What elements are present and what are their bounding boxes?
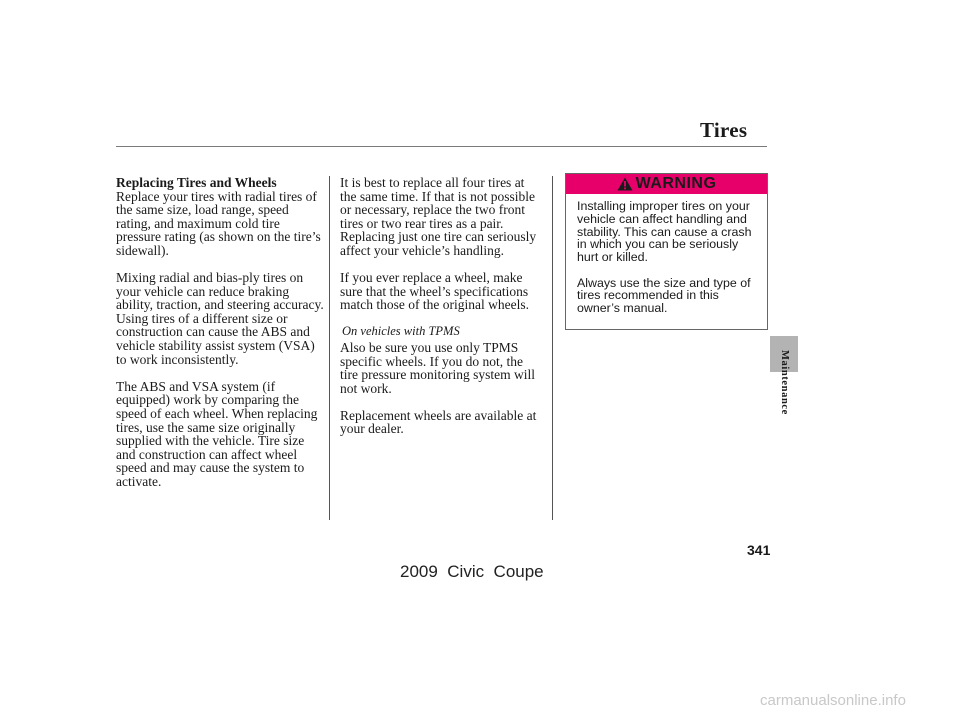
footer-model: 2009 Civic Coupe (400, 562, 544, 581)
warning-triangle-icon (617, 177, 633, 191)
paragraph: Also be sure you use only TPMS specific … (340, 339, 535, 396)
section-heading: Replacing Tires and Wheels (116, 175, 277, 190)
paragraph: If you ever replace a wheel, make sure t… (340, 270, 529, 313)
warning-header: WARNING (566, 174, 767, 194)
warning-box: WARNING Installing improper tires on you… (565, 173, 768, 330)
paragraph: Mixing radial and bias-ply tires on your… (116, 270, 324, 367)
watermark: carmanualsonline.info (760, 692, 906, 709)
left-column: Replacing Tires and Wheels Replace your … (116, 176, 324, 502)
warning-label: WARNING (635, 175, 717, 192)
section-tab-marker (770, 336, 798, 372)
column-divider (329, 176, 330, 520)
warning-paragraph: Installing improper tires on your vehicl… (577, 199, 752, 265)
warning-text: Installing improper tires on your vehicl… (566, 194, 767, 315)
side-tab-label: Maintenance (779, 350, 790, 415)
tpms-label: On vehicles with TPMS (342, 324, 460, 339)
paragraph: Replacement wheels are available at your… (340, 407, 537, 437)
paragraph: Replace your tires with radial tires of … (116, 188, 321, 258)
middle-column: It is best to replace all four tires at … (340, 176, 544, 450)
paragraph: The ABS and VSA system (if equipped) wor… (116, 378, 318, 489)
page-title: Tires (700, 118, 748, 142)
section-side-label: Maintenance (776, 350, 796, 460)
header-rule (116, 146, 767, 147)
warning-paragraph: Always use the size and type of tires re… (577, 275, 751, 316)
paragraph: It is best to replace all four tires at … (340, 175, 537, 258)
page-number: 341 (747, 542, 771, 558)
column-divider (552, 176, 553, 520)
